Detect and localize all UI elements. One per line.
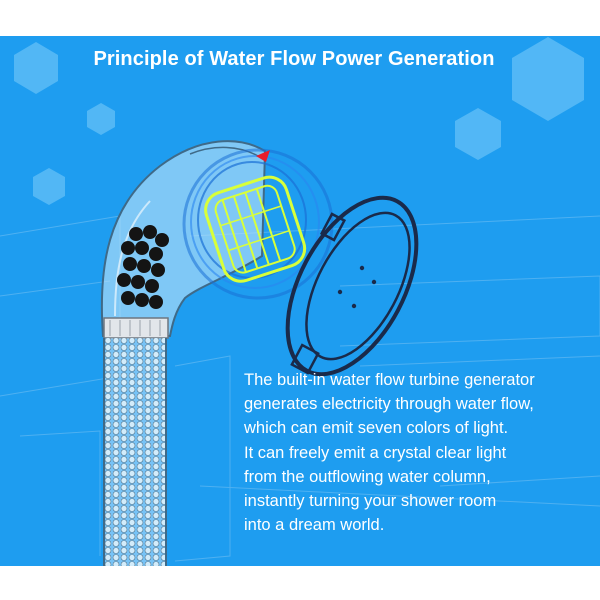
hexagon-decoration — [14, 37, 584, 205]
description-line: instantly turning your shower room — [244, 492, 497, 511]
description-line: from the outflowing water column, — [244, 467, 491, 486]
description-line: which can emit seven colors of light. — [244, 419, 509, 438]
description-line: The built-in water flow turbine generato… — [244, 371, 535, 389]
product-panel: Principle of Water Flow Power Generation… — [0, 36, 600, 566]
description-line: It can freely emit a crystal clear light — [244, 443, 507, 462]
mineral-balls — [117, 225, 169, 309]
shower-face-ring-illustration — [285, 195, 419, 377]
page-title: Principle of Water Flow Power Generation — [93, 48, 495, 70]
shower-head-illustration — [100, 140, 267, 566]
illustration — [0, 37, 600, 566]
description: The built-in water flow turbine generato… — [244, 368, 594, 537]
description-line: into a dream world. — [244, 516, 385, 535]
description-line: generates electricity through water flow… — [244, 395, 534, 414]
